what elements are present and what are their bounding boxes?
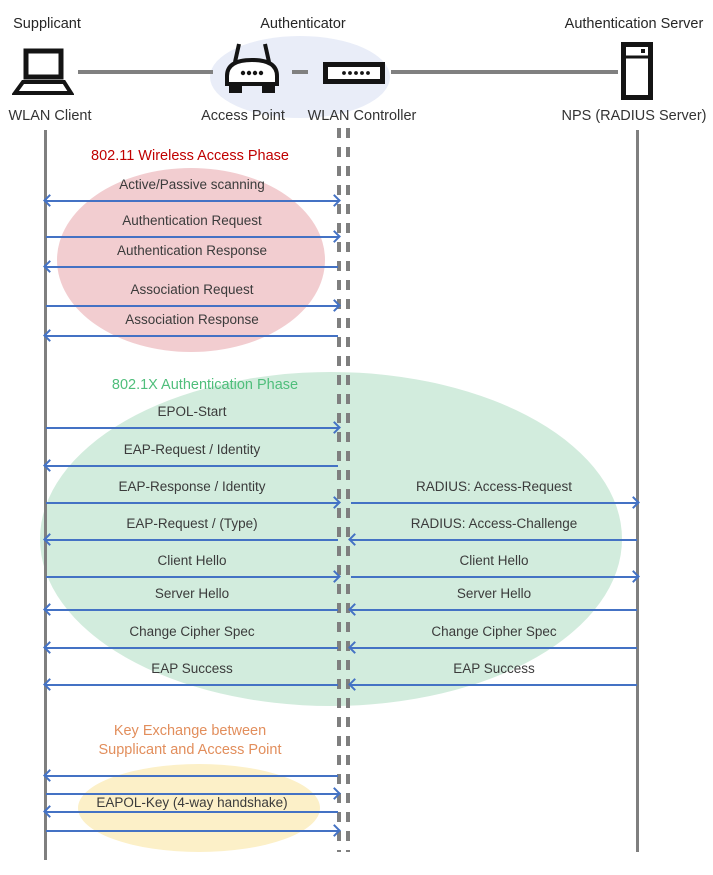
phase-ellipse-2 [78,764,320,852]
phase-title-2-line2: Supplicant and Access Point [98,742,282,758]
message-arrow [43,329,338,342]
message-arrow [43,641,338,654]
message-label: Active/Passive scanning [119,177,265,192]
phase-title-1: 802.1X Authentication Phase [111,377,299,393]
node-label-nps-radius-server: NPS (RADIUS Server) [561,108,707,124]
phase-title-2-line1: Key Exchange between [113,723,267,739]
lifeline-nps-server [636,130,639,852]
message-arrow [43,194,341,207]
message-label: EPOL-Start [157,404,227,419]
message-arrow [348,641,637,654]
phase-title-0: 802.11 Wireless Access Phase [91,148,289,164]
message-label: Change Cipher Spec [431,624,557,639]
message-arrow [46,787,341,800]
message-label: RADIUS: Access-Request [415,479,573,494]
message-arrow [43,459,338,472]
node-label-wlan-client: WLAN Client [8,108,92,124]
connector-line [78,70,213,74]
message-arrow [46,496,341,509]
message-arrow [43,769,338,782]
message-arrow [46,824,341,837]
message-arrow [43,678,338,691]
phase-ellipse-0 [57,168,325,352]
message-arrow [46,570,341,583]
phase-title-2: Key Exchange between Supplicant and Acce… [45,722,335,760]
message-label: Server Hello [154,586,230,601]
role-label-authentication-server: Authentication Server [564,16,704,32]
message-arrow [348,603,637,616]
message-arrow [351,570,640,583]
message-arrow [348,678,637,691]
node-label-access-point: Access Point [201,108,285,124]
laptop-icon [12,48,74,98]
message-label: EAP-Request / Identity [123,442,261,457]
message-label: Association Request [130,282,254,297]
message-label: Client Hello [459,553,529,568]
access-point-icon [217,42,287,98]
node-label-wlan-controller: WLAN Controller [307,108,417,124]
lifeline-wlan-controller-dash-1 [337,128,341,852]
message-label: Server Hello [456,586,532,601]
role-label-supplicant: Supplicant [13,16,81,32]
wlan-controller-icon [323,62,385,84]
message-label: Authentication Response [116,243,268,258]
message-label: Authentication Request [122,213,262,228]
role-label-authenticator: Authenticator [260,16,346,32]
message-label: Association Response [125,312,259,327]
lifeline-wlan-client [44,130,47,860]
server-icon [621,42,653,100]
message-arrow [43,805,338,818]
message-label: RADIUS: Access-Challenge [410,516,578,531]
lifeline-wlan-controller-dash-2 [346,128,350,852]
message-arrow [46,299,341,312]
message-arrow [43,603,338,616]
message-arrow [46,230,341,243]
message-arrow [43,260,338,273]
message-label: EAP-Request / (Type) [126,516,258,531]
message-label: EAP Success [453,661,535,676]
message-arrow [348,533,637,546]
message-label: Change Cipher Spec [129,624,255,639]
message-label: Client Hello [157,553,227,568]
message-label: EAP Success [151,661,233,676]
message-label: EAP-Response / Identity [118,479,266,494]
message-arrow [351,496,640,509]
connector-line [391,70,618,74]
connector-line [292,70,308,74]
message-label: EAPOL-Key (4-way handshake) [96,795,288,810]
message-arrow [43,533,338,546]
message-arrow [46,421,341,434]
